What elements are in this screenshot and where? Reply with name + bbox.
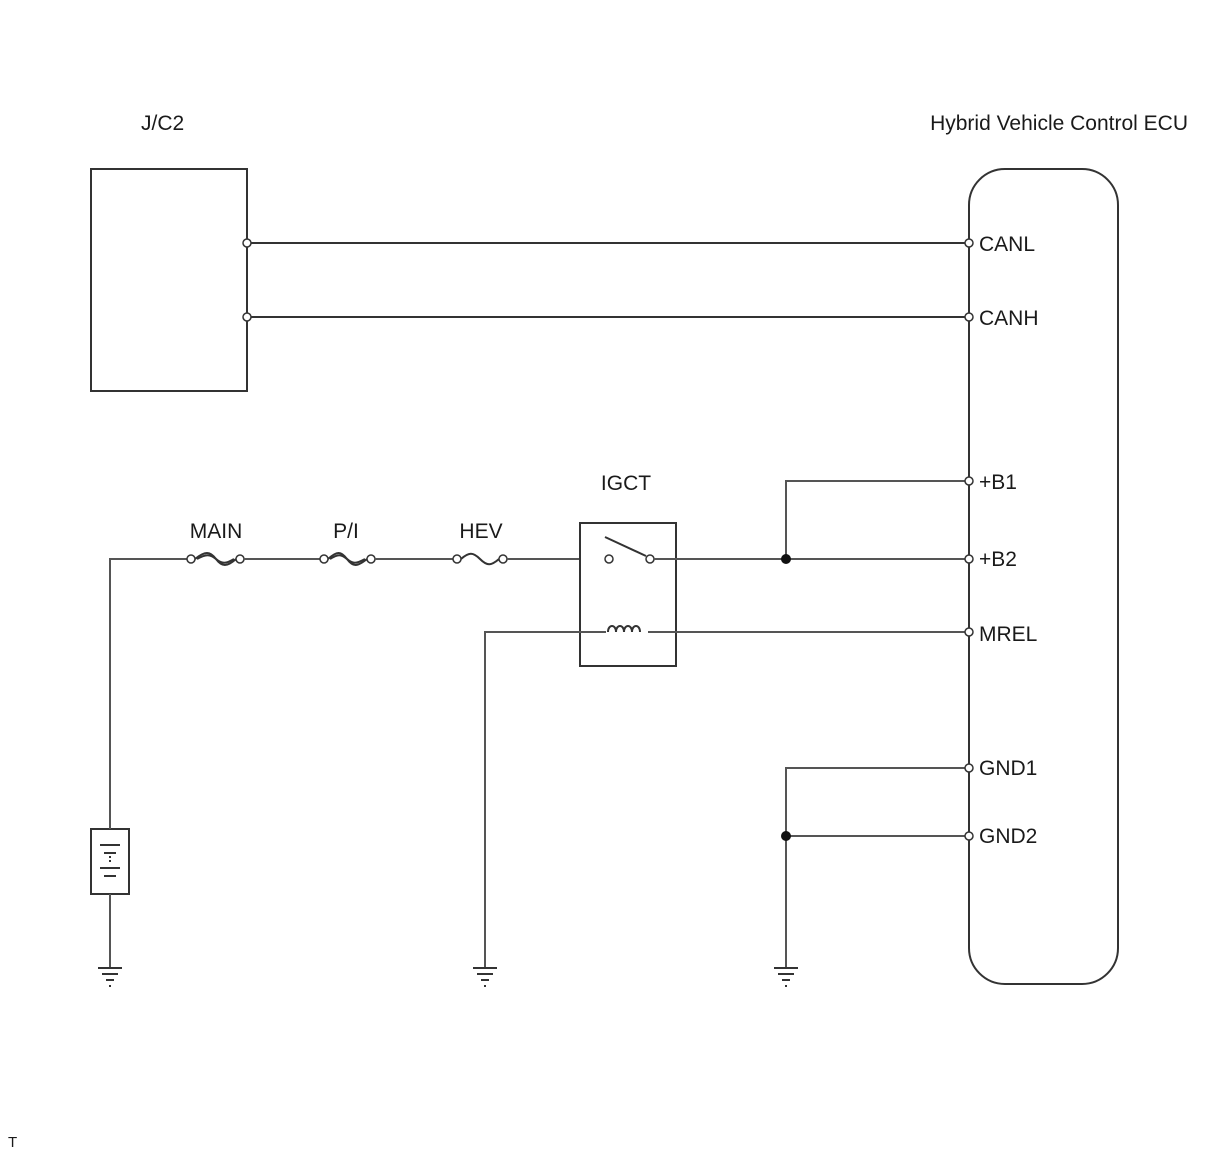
battery-positive-wire <box>109 558 191 829</box>
ecu-gnd2-terminal <box>964 831 974 841</box>
ecu-mrel-terminal <box>964 627 974 637</box>
terminal-b1-label: +B1 <box>979 471 1017 494</box>
terminal-gnd2-label: GND2 <box>979 825 1037 848</box>
fuse-hev-label: HEV <box>459 520 502 543</box>
b1-b2-splice <box>781 554 791 564</box>
terminal-gnd1-label: GND1 <box>979 757 1037 780</box>
ground-icon <box>473 967 497 987</box>
b1-wire <box>785 480 969 559</box>
ecu-box <box>968 168 1119 985</box>
fuse-pi-icon <box>319 552 376 566</box>
ecu-gnd1-terminal <box>964 763 974 773</box>
ecu-b2-terminal <box>964 554 974 564</box>
ecu-label: Hybrid Vehicle Control ECU <box>930 112 1188 135</box>
terminal-mrel-label: MREL <box>979 623 1037 646</box>
igct-relay-box <box>579 522 677 667</box>
terminal-canh-label: CANH <box>979 307 1039 330</box>
fuse-hev-icon <box>452 552 508 566</box>
terminal-b2-label: +B2 <box>979 548 1017 571</box>
ecu-b1-terminal <box>964 476 974 486</box>
corner-mark: T <box>8 1134 17 1151</box>
relay-switch-icon <box>604 536 655 564</box>
fuse-pi-label: P/I <box>333 520 359 543</box>
coil-ground-wire <box>484 631 606 967</box>
relay-label: IGCT <box>601 472 651 495</box>
ground-splice <box>781 831 791 841</box>
gnd1-wire <box>785 767 969 967</box>
jc2-canl-terminal <box>242 238 252 248</box>
terminal-canl-label: CANL <box>979 233 1035 256</box>
relay-coil-icon <box>607 625 641 633</box>
jc2-label: J/C2 <box>141 112 184 135</box>
battery-icon <box>90 828 130 895</box>
jc2-box <box>90 168 248 392</box>
ecu-canh-terminal <box>964 312 974 322</box>
ground-icon <box>98 967 122 987</box>
jc2-canh-terminal <box>242 312 252 322</box>
fuse-main-icon <box>186 552 245 566</box>
fuse-main-label: MAIN <box>190 520 243 543</box>
ecu-canl-terminal <box>964 238 974 248</box>
ground-icon <box>774 967 798 987</box>
